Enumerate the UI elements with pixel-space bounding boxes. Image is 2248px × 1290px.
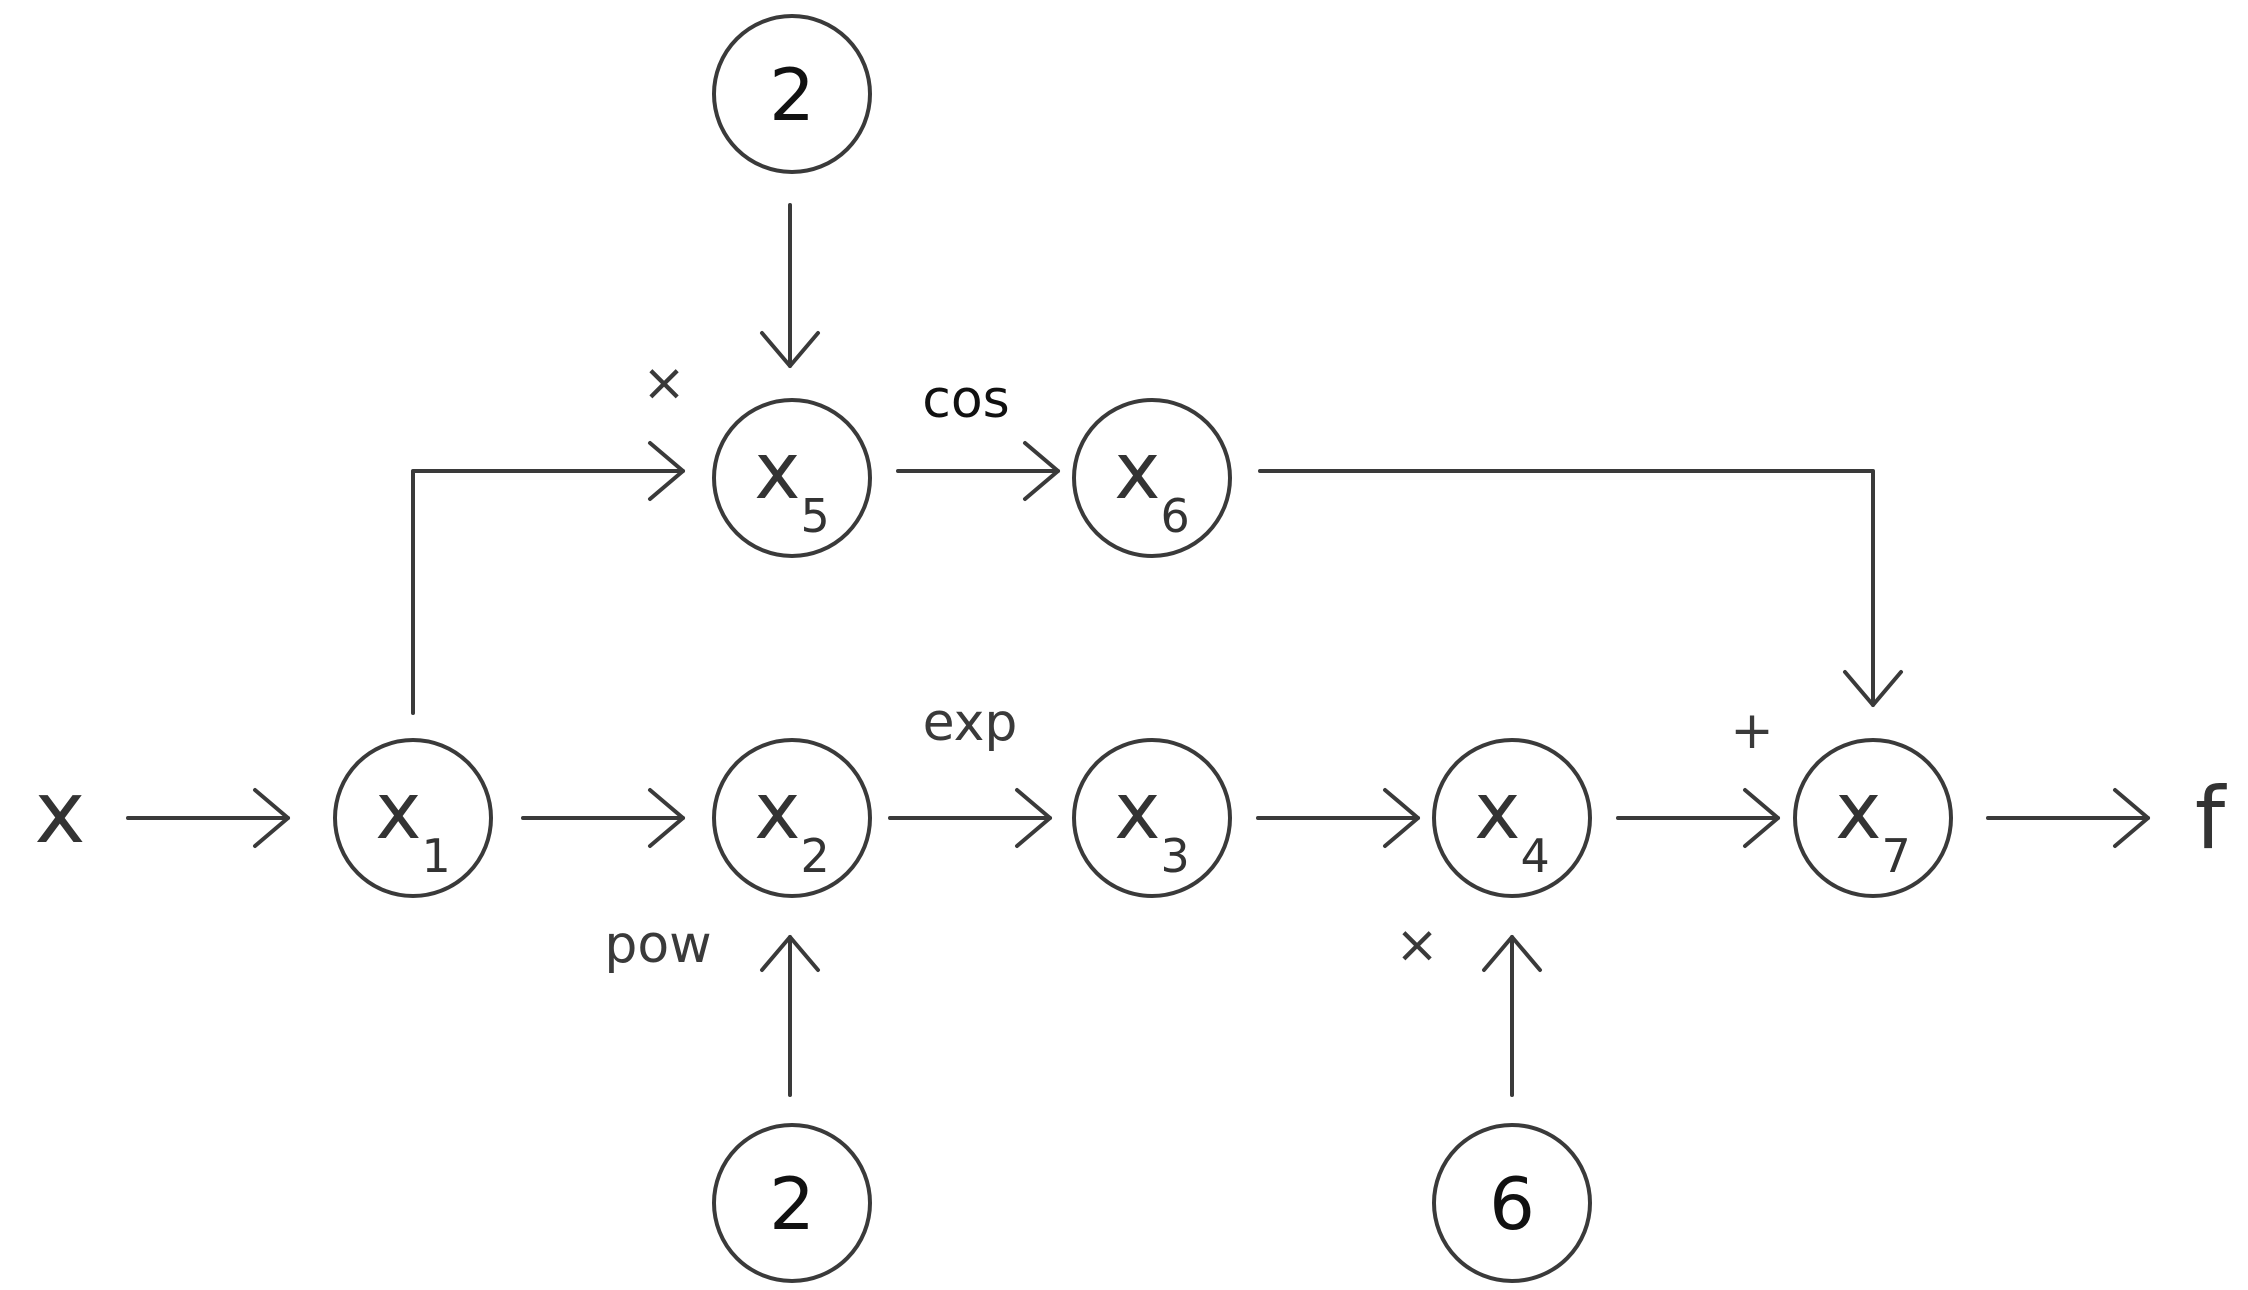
op-label-x7: + — [1730, 701, 1774, 761]
constant-node-bottom-left: 2 — [712, 1123, 872, 1283]
edge-const-bottom-right-to-x4 — [1482, 935, 1542, 1097]
node-x2-base: x — [754, 767, 800, 857]
edge-x7-to-output — [1986, 788, 2150, 848]
svg-text:x4: x4 — [1474, 767, 1549, 883]
svg-text:x2: x2 — [754, 767, 829, 883]
node-x4: x4 — [1432, 738, 1592, 898]
node-x7-base: x — [1835, 767, 1881, 857]
node-x5: x5 — [712, 398, 872, 558]
edge-x5-to-x6 — [896, 441, 1060, 501]
node-x1-sub: 1 — [421, 829, 450, 883]
svg-text:x3: x3 — [1114, 767, 1189, 883]
edge-x3-to-x4 — [1256, 788, 1420, 848]
op-label-x2: pow — [604, 915, 711, 975]
edge-x2-to-x3 — [888, 788, 1052, 848]
edge-x1-to-x5 — [411, 441, 685, 715]
op-label-x4: × — [1395, 915, 1439, 975]
svg-text:x1: x1 — [375, 767, 450, 883]
output-label: f — [2195, 769, 2227, 869]
op-label-x5: × — [642, 353, 686, 413]
constant-node-bottom-right: 6 — [1432, 1123, 1592, 1283]
node-x4-sub: 4 — [1520, 829, 1549, 883]
edge-x4-to-x7 — [1616, 788, 1780, 848]
node-x4-base: x — [1474, 767, 1520, 857]
node-x2-sub: 2 — [800, 829, 829, 883]
node-x6-sub: 6 — [1160, 489, 1189, 543]
node-x1: x1 — [333, 738, 493, 898]
node-x5-base: x — [754, 427, 800, 517]
node-x3-sub: 3 — [1160, 829, 1189, 883]
node-x2: x2 — [712, 738, 872, 898]
op-label-x6: cos — [922, 370, 1010, 430]
constant-node-top: 2 — [712, 14, 872, 174]
node-x1-base: x — [375, 767, 421, 857]
edge-const-bottom-left-to-x2 — [760, 935, 820, 1097]
node-x5-sub: 5 — [800, 489, 829, 543]
node-x7-sub: 7 — [1881, 829, 1910, 883]
op-label-x3: exp — [923, 693, 1018, 753]
svg-text:x7: x7 — [1835, 767, 1910, 883]
constant-top-label: 2 — [769, 53, 815, 137]
constant-bottom-right-label: 6 — [1489, 1162, 1535, 1246]
node-x6-base: x — [1114, 427, 1160, 517]
edge-x1-to-x2 — [521, 788, 685, 848]
node-x7: x7 — [1793, 738, 1953, 898]
constant-bottom-left-label: 2 — [769, 1162, 815, 1246]
node-x3: x3 — [1072, 738, 1232, 898]
svg-text:x5: x5 — [754, 427, 829, 543]
svg-text:x6: x6 — [1114, 427, 1189, 543]
edge-x6-to-x7 — [1258, 469, 1903, 707]
node-x3-base: x — [1114, 767, 1160, 857]
edge-input-to-x1 — [126, 788, 290, 848]
node-x6: x6 — [1072, 398, 1232, 558]
edge-const-top-to-x5 — [760, 203, 820, 368]
input-label: x — [35, 763, 86, 863]
